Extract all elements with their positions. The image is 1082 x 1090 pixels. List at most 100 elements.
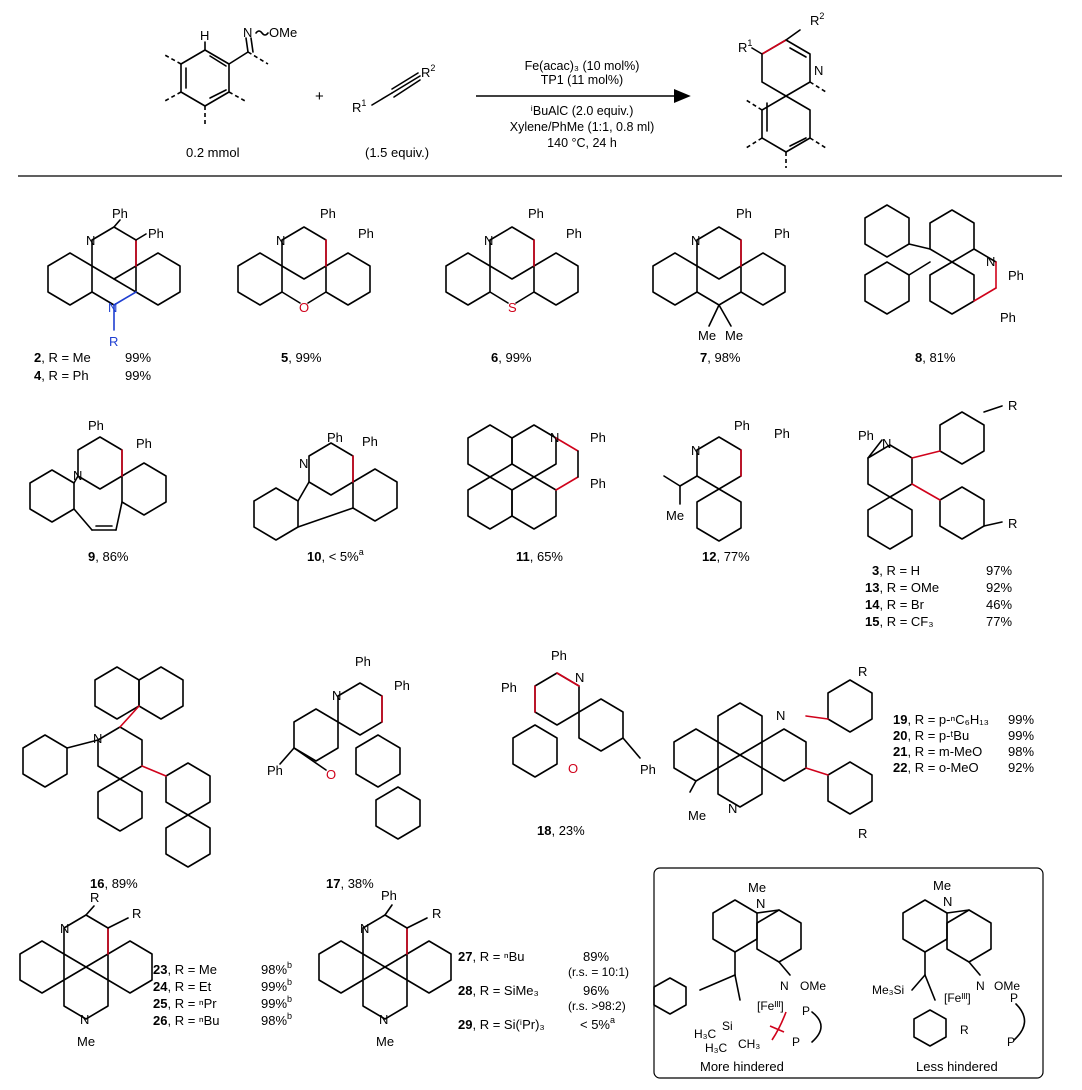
svg-text:10, < 5%a: 10, < 5%a <box>307 547 364 564</box>
svg-text:CH₃: CH₃ <box>738 1037 760 1051</box>
svg-text:P: P <box>1007 1035 1015 1049</box>
svg-text:Ph: Ph <box>362 434 378 449</box>
svg-text:Ph: Ph <box>590 476 606 491</box>
compound-9: N Ph Ph 9, 86% <box>29 418 167 564</box>
svg-text:Ph: Ph <box>501 680 517 695</box>
reaction-conditions: Fe(acac)₃ (10 mol%) TP1 (11 mol%) ⁱBuAlC… <box>510 59 655 150</box>
reaction-header: H N OMe 0.2 mmol + R1 R2 (1.5 equiv.) Fe… <box>162 11 827 168</box>
svg-text:Me: Me <box>698 328 716 343</box>
less-hindered-complex: Me N OMe N [Feᴵᴵᴵ] P P R Me₃Si Less hind… <box>872 878 1026 1074</box>
svg-text:N: N <box>575 670 584 685</box>
svg-text:17, 38%: 17, 38% <box>326 876 374 891</box>
group-ome: OMe <box>269 25 297 40</box>
svg-text:18, 23%: 18, 23% <box>537 823 585 838</box>
product-isoquinoline: R1 R2 N <box>738 11 827 168</box>
svg-text:Me: Me <box>748 880 766 895</box>
svg-text:N: N <box>60 921 69 936</box>
compound-11: N Ph Ph 11, 65% <box>467 424 606 564</box>
svg-text:Ph: Ph <box>566 226 582 241</box>
svg-text:Ph: Ph <box>148 226 164 241</box>
svg-text:R1: R1 <box>738 38 752 55</box>
svg-text:Ph: Ph <box>736 206 752 221</box>
svg-text:R: R <box>1008 398 1017 413</box>
svg-text:Si: Si <box>722 1019 733 1033</box>
svg-text:H₃C: H₃C <box>705 1041 728 1055</box>
svg-text:6, 99%: 6, 99% <box>491 350 532 365</box>
compound-6: N S Ph Ph 6, 99% <box>445 206 582 365</box>
svg-text:[Feᴵᴵᴵ]: [Feᴵᴵᴵ] <box>757 999 784 1013</box>
svg-text:N: N <box>73 468 82 483</box>
compound-16: N 16, 89% <box>22 666 211 891</box>
svg-text:Me: Me <box>933 878 951 893</box>
svg-text:N: N <box>484 233 493 248</box>
svg-text:Ph: Ph <box>267 763 283 778</box>
svg-text:Ph: Ph <box>858 428 874 443</box>
svg-text:Ph: Ph <box>1008 268 1024 283</box>
svg-text:R: R <box>90 890 99 905</box>
svg-text:N: N <box>691 233 700 248</box>
svg-text:N: N <box>728 801 737 816</box>
svg-text:R: R <box>132 906 141 921</box>
svg-text:P: P <box>792 1035 800 1049</box>
mechanism-inset: Me N OMe N [Feᴵᴵᴵ] P P Si H₃C CH₃ H₃C Mo… <box>653 867 1044 1079</box>
svg-text:12, 77%: 12, 77% <box>702 549 750 564</box>
compound-5: N O Ph Ph 5, 99% <box>237 206 374 365</box>
atom-h: H <box>200 28 209 43</box>
svg-text:R: R <box>109 334 118 349</box>
svg-text:N: N <box>882 436 891 451</box>
svg-text:S: S <box>508 300 517 315</box>
compound-12: N Me Ph Ph 12, 77% <box>663 418 790 564</box>
svg-text:Ph: Ph <box>734 418 750 433</box>
svg-text:(r.s. = 10:1): (r.s. = 10:1) <box>568 965 629 979</box>
svg-text:Fe(acac)₃ (10 mol%): Fe(acac)₃ (10 mol%) <box>525 59 640 73</box>
svg-text:7, 98%: 7, 98% <box>700 350 741 365</box>
caption-less-hindered: Less hindered <box>916 1059 998 1074</box>
svg-text:[Feᴵᴵᴵ]: [Feᴵᴵᴵ] <box>944 991 971 1005</box>
svg-text:P: P <box>1010 991 1018 1005</box>
svg-text:P: P <box>802 1004 810 1018</box>
svg-text:Ph: Ph <box>774 226 790 241</box>
svg-text:Ph: Ph <box>590 430 606 445</box>
svg-text:Me: Me <box>688 808 706 823</box>
svg-text:N: N <box>80 1012 89 1027</box>
svg-text:R1: R1 <box>352 98 366 115</box>
svg-text:Ph: Ph <box>112 206 128 221</box>
svg-text:N: N <box>756 896 765 911</box>
svg-text:N: N <box>276 233 285 248</box>
svg-text:R: R <box>1008 516 1017 531</box>
svg-text:N: N <box>332 688 341 703</box>
alkyne-equiv: (1.5 equiv.) <box>365 145 429 160</box>
svg-text:N: N <box>776 708 785 723</box>
compound-10: N Ph Ph 10, < 5%a <box>253 430 398 564</box>
svg-text:OMe: OMe <box>994 979 1020 993</box>
svg-text:N: N <box>780 979 789 993</box>
svg-text:Xylene/PhMe (1:1, 0.8 ml): Xylene/PhMe (1:1, 0.8 ml) <box>510 120 655 134</box>
svg-text:9, 86%: 9, 86% <box>88 549 129 564</box>
svg-text:R: R <box>960 1023 969 1037</box>
svg-text:Ph: Ph <box>88 418 104 433</box>
svg-text:H₃C: H₃C <box>694 1027 717 1041</box>
svg-text:N: N <box>691 443 700 458</box>
svg-text:O: O <box>299 300 309 315</box>
svg-text:TP1 (11 mol%): TP1 (11 mol%) <box>541 73 623 87</box>
svg-text:Ph: Ph <box>774 426 790 441</box>
svg-text:Ph: Ph <box>394 678 410 693</box>
svg-text:8, 81%: 8, 81% <box>915 350 956 365</box>
svg-text:N: N <box>976 979 985 993</box>
svg-text:N: N <box>86 233 95 248</box>
atom-n: N <box>243 25 252 40</box>
